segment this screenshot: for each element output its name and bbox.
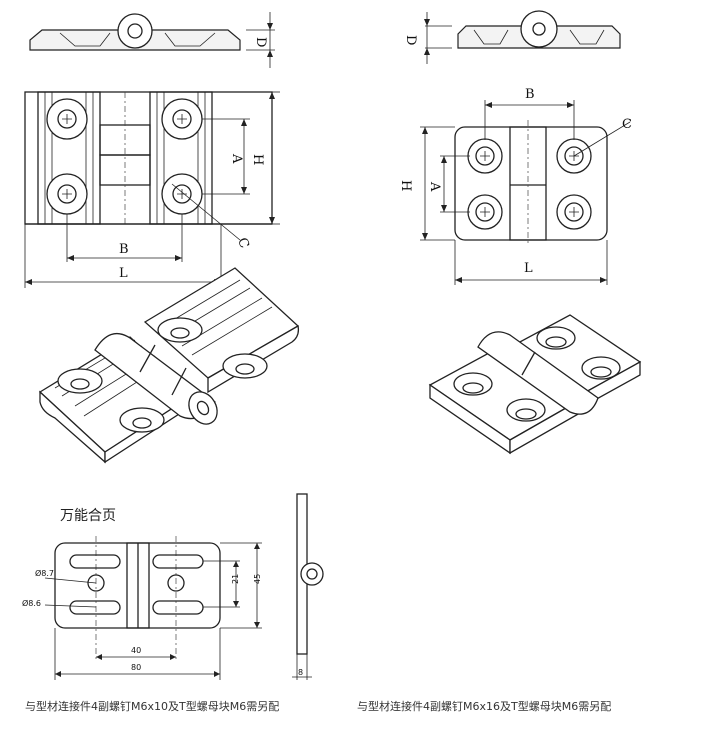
dim-label-c: C [622, 117, 632, 132]
dim-hole-b: Ø8.6 [22, 598, 41, 608]
dim-label-b: B [119, 242, 129, 257]
left-side-view: D [29, 12, 275, 68]
dim-label-d: D [253, 37, 268, 47]
dim-label-l: L [119, 266, 128, 281]
dim-height: 45 [253, 574, 262, 584]
bottom-front-view: Ø8.7 Ø8.6 40 80 21 45 [22, 536, 262, 680]
dim-spacing: 40 [131, 646, 141, 655]
dim-label-h: H [250, 154, 265, 165]
left-front-view: A H B L C [24, 91, 280, 288]
dim-label-d: D [403, 35, 418, 45]
left-isometric-view [38, 267, 300, 464]
right-isometric-view [428, 314, 642, 455]
dim-thickness: 8 [298, 668, 303, 677]
dim-width: 80 [131, 663, 141, 672]
caption-left: 与型材连接件4副螺钉M6x10及T型螺母块M6需另配 [25, 700, 280, 713]
dim-label-a: A [229, 153, 244, 164]
dim-label-h: H [398, 180, 413, 191]
dim-hole-a: Ø8.7 [35, 568, 54, 578]
drawing-title: 万能合页 [60, 508, 116, 524]
dim-label-c: C [234, 236, 252, 251]
right-front-view: B H A L C [398, 87, 632, 285]
right-side-view: D [403, 10, 621, 64]
bottom-side-view: 8 [292, 493, 324, 680]
dim-label-a: A [427, 181, 442, 192]
dim-label-b: B [525, 87, 535, 102]
dim-hole-pitch: 21 [231, 574, 240, 584]
caption-right: 与型材连接件4副螺钉M6x16及T型螺母块M6需另配 [357, 700, 612, 713]
dim-label-l: L [524, 261, 533, 276]
